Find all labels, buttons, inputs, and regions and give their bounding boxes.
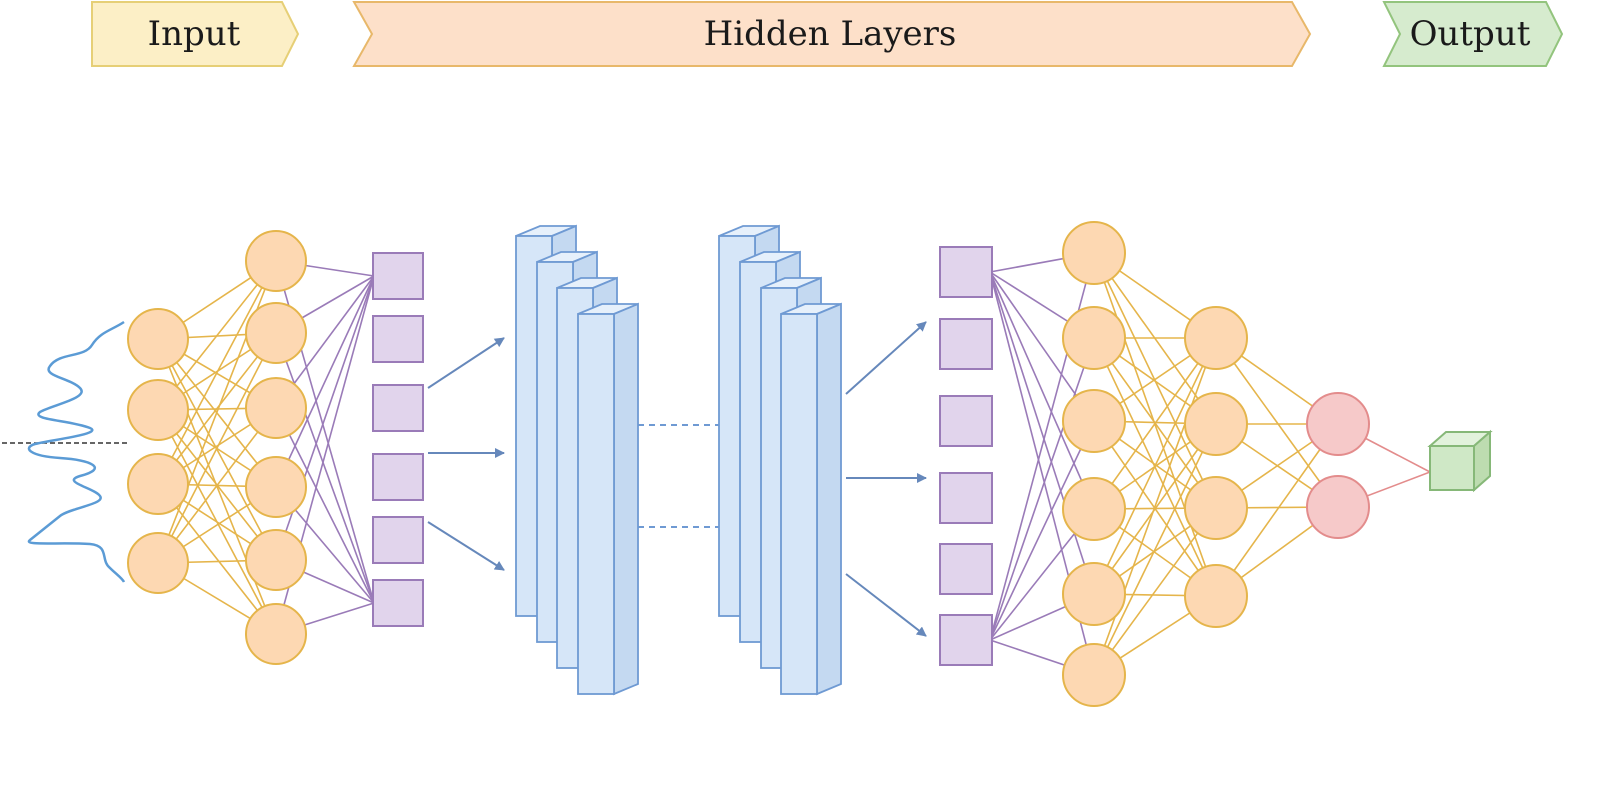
dense-connection — [157, 332, 277, 485]
hidden-neuron — [245, 302, 307, 364]
dense-unit — [939, 543, 993, 595]
conv-slab — [577, 302, 639, 696]
output-banner-label: Output — [1410, 14, 1531, 54]
flatten-unit — [372, 579, 424, 627]
hidden-neuron — [245, 456, 307, 518]
dense-connection — [989, 420, 1095, 641]
dense-connection — [1215, 423, 1339, 597]
dense-connection — [1093, 423, 1217, 595]
dense-connection — [157, 260, 277, 485]
hidden-neuron — [245, 377, 307, 439]
signal-trace — [27, 320, 126, 583]
hidden-neuron — [1062, 643, 1126, 707]
hidden-neuron — [1062, 221, 1126, 285]
hidden-neuron — [1184, 392, 1248, 456]
output-neuron — [1306, 475, 1370, 539]
dense-unit — [939, 246, 993, 298]
output-banner-shape — [1382, 1, 1564, 67]
flatten-connection — [275, 275, 375, 488]
dense-connection — [1093, 423, 1217, 676]
dense-connection — [989, 337, 1095, 641]
flatten-unit — [372, 453, 424, 501]
hidden-neuron — [1184, 476, 1248, 540]
arrow-connector — [845, 321, 927, 395]
dense-unit — [939, 614, 993, 666]
hidden-layers-banner: Hidden Layers — [352, 1, 1312, 67]
hidden-layers-banner-shape — [352, 1, 1312, 67]
hidden-layers-banner-label: Hidden Layers — [704, 14, 957, 54]
dense-connection — [1093, 337, 1217, 510]
flatten-unit — [372, 516, 424, 564]
cube-front — [1429, 445, 1475, 491]
arrow-connector — [845, 573, 927, 637]
dense-unit — [939, 318, 993, 370]
flatten-connection — [275, 407, 375, 604]
dense-connection — [157, 260, 277, 411]
hidden-neuron — [245, 529, 307, 591]
cube-icon — [1427, 429, 1493, 493]
arrow-connector — [427, 337, 505, 389]
input-neuron — [127, 308, 189, 370]
conv-slab-side — [613, 302, 639, 696]
input-neuron — [127, 453, 189, 515]
flatten-connection — [275, 332, 375, 604]
waveform-icon — [2, 320, 128, 583]
input-banner-label: Input — [148, 14, 241, 54]
flatten-unit — [372, 315, 424, 363]
dense-connection — [157, 483, 277, 635]
flatten-unit — [372, 384, 424, 432]
hidden-neuron — [245, 230, 307, 292]
hidden-neuron — [1062, 306, 1126, 370]
input-neuron — [127, 379, 189, 441]
input-banner-shape — [91, 1, 300, 67]
conv-slab-front — [577, 313, 615, 695]
dense-connection — [157, 332, 277, 564]
hidden-neuron — [1184, 564, 1248, 628]
dense-connection — [989, 271, 1095, 510]
dense-connection — [1093, 337, 1217, 676]
dense-connection — [157, 407, 277, 564]
hidden-neuron — [1062, 389, 1126, 453]
dense-connection — [1093, 507, 1217, 676]
dense-unit — [939, 472, 993, 524]
hidden-neuron — [1062, 562, 1126, 626]
output-banner: Output — [1382, 1, 1564, 67]
hidden-neuron — [1184, 306, 1248, 370]
hidden-neuron — [245, 603, 307, 665]
input-neuron — [127, 532, 189, 594]
arrow-connector — [427, 521, 505, 571]
dense-unit — [939, 395, 993, 447]
conv-slab-side — [816, 302, 842, 696]
dense-connection — [989, 271, 1095, 595]
dense-connection — [1215, 337, 1339, 508]
conv-slab — [780, 302, 842, 696]
network-nodes — [127, 221, 1493, 707]
output-neuron — [1306, 392, 1370, 456]
dense-connection — [1093, 337, 1217, 595]
conv-slab-front — [780, 313, 818, 695]
flatten-unit — [372, 252, 424, 300]
hidden-neuron — [1062, 477, 1126, 541]
input-banner: Input — [91, 1, 300, 67]
